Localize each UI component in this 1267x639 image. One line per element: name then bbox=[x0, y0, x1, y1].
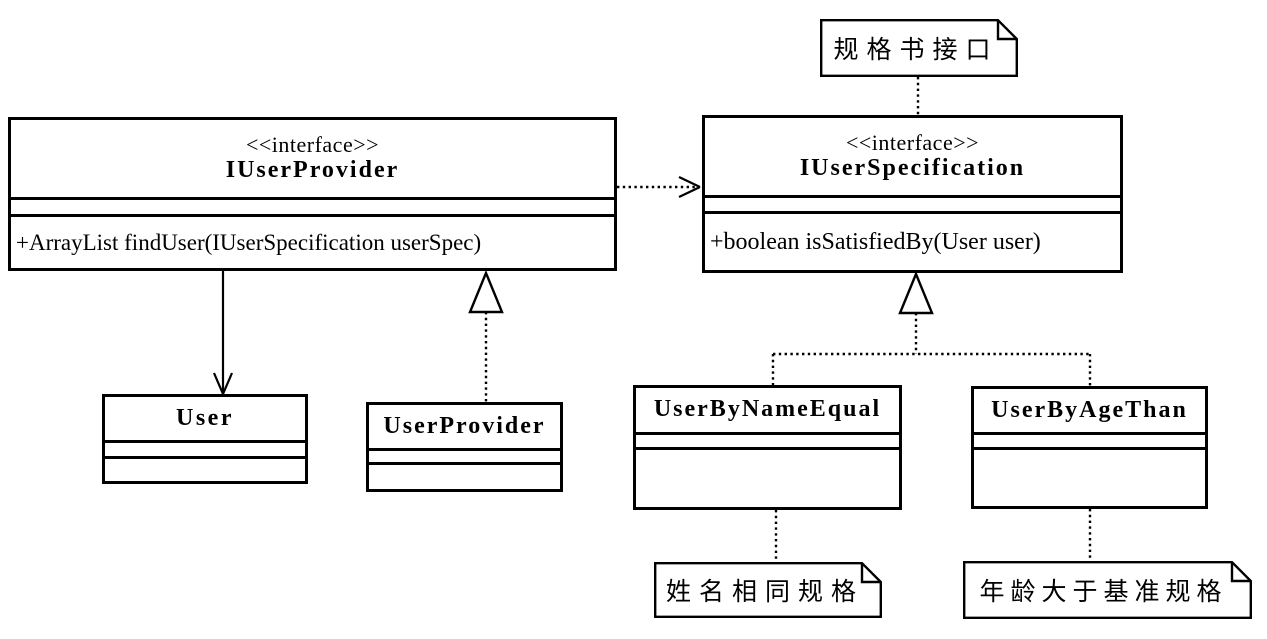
class-iuserprovider: <<interface>> IUserProvider +ArrayList f… bbox=[8, 117, 617, 271]
stereotype-label: <<interface>> bbox=[845, 130, 980, 156]
class-userprovider: UserProvider bbox=[366, 402, 563, 492]
attributes-compartment bbox=[369, 451, 560, 465]
note-age-than: 年龄大于基准规格 bbox=[963, 561, 1252, 619]
class-name: User bbox=[176, 404, 234, 431]
methods-compartment bbox=[974, 450, 1205, 506]
attributes-compartment bbox=[705, 198, 1120, 214]
methods-compartment bbox=[636, 450, 899, 507]
class-name: UserProvider bbox=[383, 412, 546, 439]
note-shape-icon bbox=[654, 562, 882, 618]
stereotype-label: <<interface>> bbox=[245, 132, 380, 158]
name-compartment: UserProvider bbox=[369, 405, 560, 451]
name-compartment: <<interface>> IUserProvider bbox=[11, 120, 614, 200]
note-name-equal: 姓名相同规格 bbox=[654, 562, 882, 618]
note-spec-interface-text: 规格书接口 bbox=[833, 37, 999, 64]
name-compartment: <<interface>> IUserSpecification bbox=[705, 118, 1120, 198]
name-compartment: UserByNameEqual bbox=[636, 388, 899, 435]
open-arrowhead-icon bbox=[212, 372, 234, 395]
open-arrowhead-icon bbox=[678, 176, 701, 198]
class-name: UserByAgeThan bbox=[991, 396, 1188, 423]
note-shape-icon bbox=[963, 561, 1252, 619]
association-arrow bbox=[212, 271, 234, 395]
class-userbynameequal: UserByNameEqual bbox=[633, 385, 902, 510]
name-compartment: UserByAgeThan bbox=[974, 389, 1205, 435]
realization-userprovider bbox=[468, 269, 504, 402]
method-label: +ArrayList findUser(IUserSpecification u… bbox=[16, 229, 482, 255]
class-name: UserByNameEqual bbox=[653, 396, 882, 423]
attributes-compartment bbox=[11, 200, 614, 217]
attributes-compartment bbox=[636, 435, 899, 450]
note-age-than-text: 年龄大于基准规格 bbox=[979, 579, 1228, 606]
hollow-triangle-icon bbox=[468, 269, 504, 314]
method-label: +boolean isSatisfiedBy(User user) bbox=[710, 228, 1041, 255]
hollow-triangle-icon bbox=[898, 270, 934, 315]
note-name-equal-text: 姓名相同规格 bbox=[665, 579, 864, 606]
attributes-compartment bbox=[105, 443, 305, 459]
class-name: IUserSpecification bbox=[799, 155, 1026, 182]
note-spec-interface: 规格书接口 bbox=[820, 19, 1018, 77]
attributes-compartment bbox=[974, 435, 1205, 450]
methods-compartment: +boolean isSatisfiedBy(User user) bbox=[705, 214, 1120, 270]
class-name: IUserProvider bbox=[225, 157, 400, 184]
realization-branch bbox=[771, 270, 1092, 386]
name-compartment: User bbox=[105, 397, 305, 443]
dependency-arrow bbox=[617, 176, 701, 198]
methods-compartment bbox=[369, 465, 560, 489]
methods-compartment bbox=[105, 459, 305, 481]
methods-compartment: +ArrayList findUser(IUserSpecification u… bbox=[11, 217, 614, 268]
note-shape-icon bbox=[820, 19, 1018, 77]
class-user: User bbox=[102, 394, 308, 484]
class-iuserspecification: <<interface>> IUserSpecification +boolea… bbox=[702, 115, 1123, 273]
class-userbyagethan: UserByAgeThan bbox=[971, 386, 1208, 509]
